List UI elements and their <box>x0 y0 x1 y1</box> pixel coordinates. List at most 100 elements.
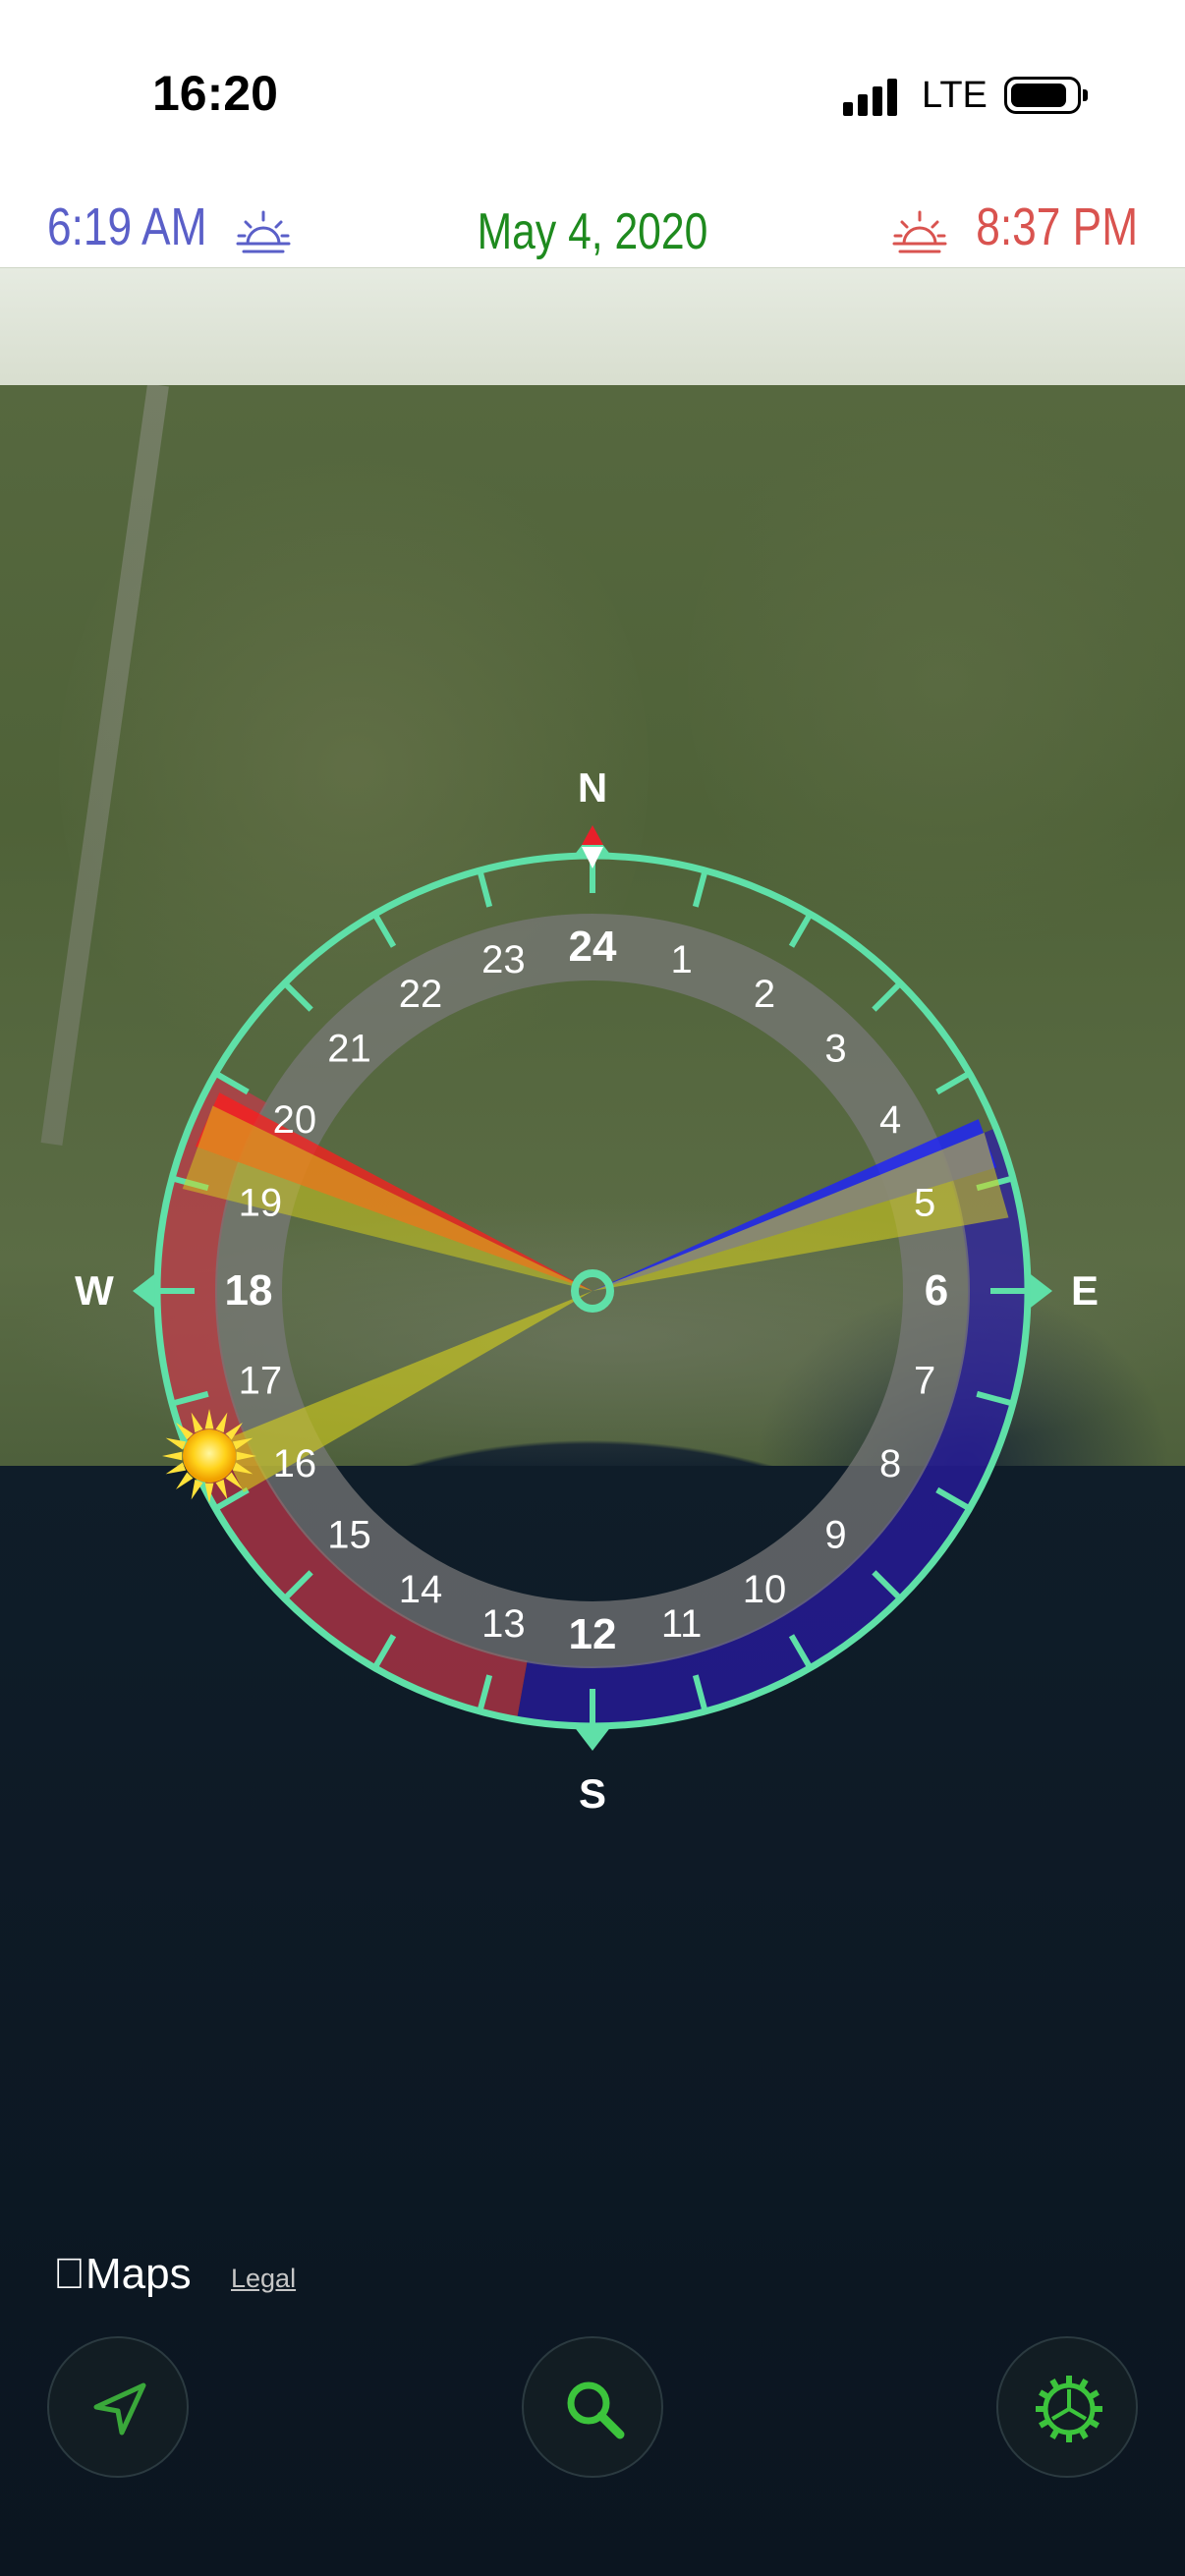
sun-spike <box>204 1483 214 1503</box>
north-pointer-tail <box>582 847 603 868</box>
gear-icon <box>1036 2376 1102 2442</box>
hour-label: 20 <box>273 1098 317 1142</box>
date-label[interactable]: May 4, 2020 <box>477 203 708 260</box>
sun-spike <box>191 1412 203 1433</box>
compass-north-label: N <box>578 764 607 811</box>
cardinal-marker <box>133 1273 155 1309</box>
sunset-ray-glow <box>182 1105 593 1291</box>
hour-label: 15 <box>327 1513 371 1556</box>
sunrise-icon <box>236 210 291 253</box>
hour-label: 1 <box>670 938 692 981</box>
sunset-time: 8:37 PM <box>976 197 1138 256</box>
gear-tooth <box>1066 2433 1072 2442</box>
compass-tick <box>373 915 397 948</box>
cardinal-marker <box>575 1728 610 1751</box>
hour-label: 11 <box>661 1602 703 1646</box>
compass-tick <box>788 915 812 948</box>
compass-tick <box>284 982 313 1012</box>
hour-label: 9 <box>824 1513 846 1556</box>
hour-label: 5 <box>914 1181 935 1224</box>
sun-spike <box>236 1451 256 1461</box>
sun-spike <box>176 1423 194 1440</box>
sunset-icon <box>892 210 947 253</box>
compass-tick <box>174 1390 209 1406</box>
hour-label: 19 <box>239 1181 283 1224</box>
compass-south-label: S <box>579 1770 606 1817</box>
location-button[interactable] <box>47 2336 189 2478</box>
north-pointer <box>582 825 603 845</box>
hour-label: 3 <box>824 1028 846 1071</box>
search-icon <box>567 2381 625 2439</box>
compass-tick <box>478 1674 493 1709</box>
sun-spike <box>215 1479 228 1500</box>
sunset-ray <box>195 1092 592 1291</box>
hour-label: 13 <box>481 1602 526 1646</box>
hour-label: 14 <box>399 1568 443 1611</box>
legal-link[interactable]: Legal <box>231 2264 297 2293</box>
current-sun-ray <box>218 1291 592 1492</box>
gear-ring <box>1043 2382 1096 2436</box>
battery-icon <box>1004 77 1088 114</box>
sun-spike <box>225 1423 243 1440</box>
location-arrow-icon <box>93 2382 146 2436</box>
sun-spike <box>232 1437 254 1450</box>
hour-band <box>215 914 970 1668</box>
compass-tick <box>216 1072 250 1095</box>
network-label: LTE <box>922 75 988 116</box>
sun-spike <box>162 1451 183 1461</box>
compass-west-label: W <box>75 1267 114 1314</box>
compass-tick <box>872 982 901 1012</box>
hour-label: 23 <box>481 938 526 981</box>
sun-icon <box>162 1409 256 1503</box>
settings-button[interactable] <box>996 2336 1138 2478</box>
hour-label: 17 <box>239 1360 283 1403</box>
sunrise-ray-glow <box>592 1132 1009 1291</box>
search-button[interactable] <box>522 2336 663 2478</box>
sun-spike <box>165 1437 187 1450</box>
center-location-marker[interactable] <box>571 1269 614 1313</box>
status-time: 16:20 <box>152 66 278 121</box>
sun-spike <box>215 1412 228 1433</box>
compass-tick <box>935 1072 969 1095</box>
gear-tooth <box>1066 2376 1072 2385</box>
gear-hand <box>1050 2407 1071 2421</box>
compass-tick <box>478 872 493 908</box>
sun-spike <box>165 1462 187 1475</box>
compass-tick <box>976 1390 1011 1406</box>
sun-spike <box>204 1409 214 1429</box>
sunrise-ray <box>592 1119 997 1291</box>
sun-spike <box>191 1479 203 1500</box>
compass-tick <box>935 1486 969 1510</box>
status-bar: 16:20 LTE <box>0 0 1185 187</box>
hour-label: 24 <box>569 923 617 971</box>
sun-times-header <box>0 187 1185 267</box>
gear-hand <box>1067 2407 1088 2421</box>
compass-tick <box>373 1634 397 1667</box>
sun-rays <box>182 1092 1009 1492</box>
compass-tick <box>872 1570 901 1599</box>
hour-label: 8 <box>879 1442 901 1485</box>
hour-label: 18 <box>225 1266 273 1315</box>
hour-label: 22 <box>399 973 443 1016</box>
sun-spike <box>225 1472 243 1489</box>
gear-tooth <box>1036 2406 1045 2412</box>
signal-icon <box>843 77 902 116</box>
apple-maps-logo: Maps <box>53 2250 192 2299</box>
compass-tick <box>284 1570 313 1599</box>
compass-tick <box>788 1634 812 1667</box>
hour-label: 21 <box>327 1028 371 1071</box>
hour-label: 4 <box>879 1098 901 1142</box>
sun-spike <box>176 1472 194 1489</box>
sunrise-time: 6:19 AM <box>47 197 207 256</box>
compass-ticks <box>133 831 1052 1751</box>
compass-east-label: E <box>1071 1267 1099 1314</box>
hour-label: 7 <box>914 1360 935 1403</box>
compass-tick <box>692 1674 707 1709</box>
hour-label: 16 <box>273 1442 317 1485</box>
hour-label: 12 <box>569 1610 617 1658</box>
compass-tick <box>692 872 707 908</box>
compass-tick <box>216 1486 250 1510</box>
hour-label: 2 <box>754 973 775 1016</box>
